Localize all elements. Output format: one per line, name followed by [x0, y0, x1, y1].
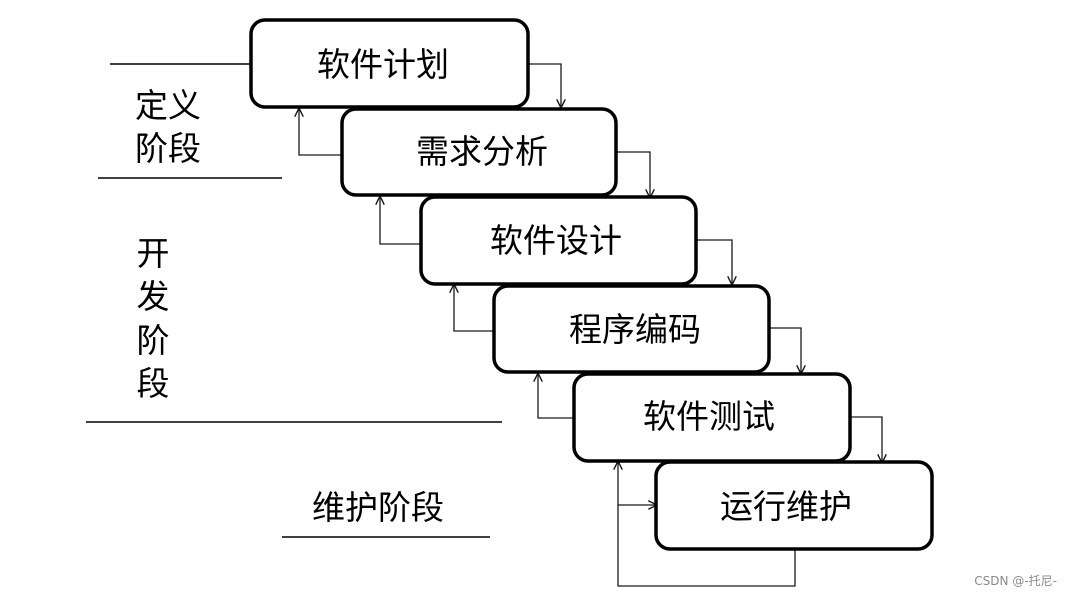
development-phase-char-3: 阶 — [137, 323, 170, 360]
stage-label-test: 软件测试 — [643, 399, 775, 436]
definition-phase-label: 定义 阶段 — [135, 88, 201, 168]
stage-label-req: 需求分析 — [416, 134, 548, 171]
forward-connectors — [528, 63, 882, 462]
stage-box-test: 软件测试 — [572, 372, 852, 463]
stage-label-code: 程序编码 — [569, 312, 701, 349]
forward-arrow-code-to-test — [769, 327, 801, 373]
feedback-arrow-code-to-design — [454, 285, 494, 332]
definition-phase-line-1: 定义 — [135, 88, 201, 125]
development-phase-char-1: 开 — [137, 237, 170, 273]
forward-arrow-plan-to-req — [528, 63, 561, 107]
definition-phase-line-2: 阶段 — [135, 131, 201, 168]
feedback-connectors — [299, 109, 796, 587]
feedback-arrow-test-to-code — [538, 374, 574, 419]
stage-label-plan: 软件计划 — [317, 47, 449, 84]
stage-box-design: 软件设计 — [419, 195, 698, 286]
maintenance-loop-arrow — [617, 505, 796, 587]
feedback-arrow-req-to-plan — [299, 109, 342, 156]
development-phase-label: 开 发 阶 段 — [137, 237, 170, 403]
development-phase-char-2: 发 — [137, 279, 170, 316]
stage-box-plan: 软件计划 — [249, 18, 530, 109]
forward-arrow-design-to-code — [696, 239, 732, 284]
maintenance-phase-text: 维护阶段 — [312, 490, 444, 527]
watermark-text: CSDN @-托尼- — [974, 574, 1057, 588]
stage-box-code: 程序编码 — [492, 284, 771, 374]
stage-box-maint: 运行维护 — [654, 460, 934, 551]
stage-label-design: 软件设计 — [490, 223, 622, 260]
stage-label-maint: 运行维护 — [720, 489, 852, 526]
maintenance-phase-label: 维护阶段 — [312, 490, 444, 527]
stage-box-req: 需求分析 — [340, 107, 618, 197]
development-phase-char-4: 段 — [137, 366, 170, 403]
forward-arrow-req-to-design — [616, 151, 650, 197]
forward-arrow-test-to-maint — [850, 416, 882, 462]
feedback-arrow-design-to-req — [380, 197, 421, 245]
